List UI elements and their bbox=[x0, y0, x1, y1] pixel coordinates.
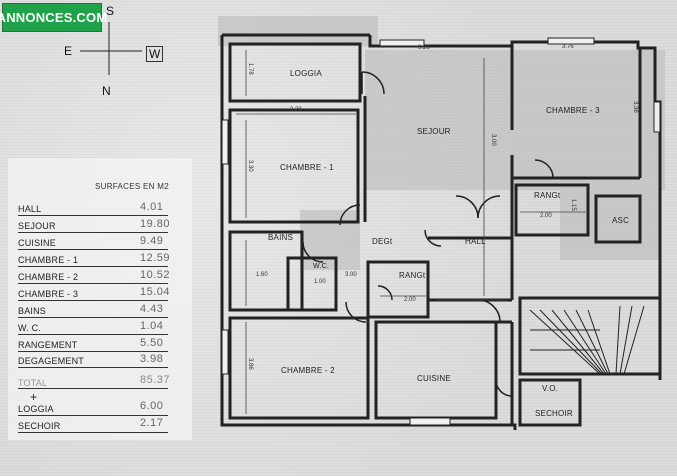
legend-value-chambre-3: 15.04 bbox=[140, 286, 171, 298]
room-label-rangt-center: RANGt bbox=[399, 271, 426, 280]
legend-label-chambre-2: CHAMBRE - 2 bbox=[18, 272, 79, 282]
legend-label-wc: W. C. bbox=[18, 323, 41, 333]
legend-title: SURFACES EN M2 bbox=[95, 182, 169, 191]
legend-label-total: TOTAL bbox=[18, 378, 48, 388]
dimension-label: 3.00 bbox=[490, 134, 496, 146]
dimension-label: 1.60 bbox=[256, 272, 268, 278]
legend-label-hall: HALL bbox=[18, 204, 42, 214]
room-label-wc: W.C. bbox=[313, 263, 329, 270]
legend-underline bbox=[18, 334, 168, 335]
legend-plus-sign: + bbox=[30, 390, 38, 404]
legend-underline bbox=[18, 367, 168, 368]
legend-underline bbox=[18, 351, 168, 352]
room-label-hall: HALL bbox=[465, 237, 486, 246]
compass-cross bbox=[80, 22, 142, 75]
legend-value-cuisine: 9.49 bbox=[140, 235, 164, 247]
dimension-label: 3.76 bbox=[562, 44, 574, 50]
legend-label-chambre-3: CHAMBRE - 3 bbox=[18, 289, 79, 299]
dimension-label: 3.26 bbox=[418, 45, 430, 51]
dimension-label: 3.30 bbox=[247, 160, 253, 172]
dimension-label: 3.36 bbox=[632, 101, 638, 113]
room-label-sechoir: SECHOIR bbox=[535, 409, 573, 418]
legend-value-chambre-1: 12.59 bbox=[140, 252, 171, 264]
room-label-degt: DEGt bbox=[372, 237, 393, 246]
legend-value-rangement: 5.50 bbox=[140, 337, 164, 349]
legend-total-line bbox=[18, 388, 168, 389]
compass-left-letter: E bbox=[64, 44, 73, 58]
legend-label-cuisine: CUISINE bbox=[18, 238, 56, 248]
room-label-chambre-3: CHAMBRE - 3 bbox=[546, 106, 600, 115]
room-label-loggia: LOGGIA bbox=[290, 69, 322, 78]
room-label-chambre-2: CHAMBRE - 2 bbox=[281, 366, 335, 375]
legend-label-rangement: RANGEMENT bbox=[18, 340, 78, 350]
legend-underline bbox=[18, 283, 168, 284]
plan-stipple bbox=[218, 16, 665, 270]
room-label-sejour: SEJOUR bbox=[417, 127, 451, 136]
room-label-rangt-right: RANGt bbox=[534, 191, 561, 200]
legend-label-bains: BAINS bbox=[18, 306, 47, 316]
compass-right-letter: W bbox=[146, 46, 164, 62]
compass-top-letter: S bbox=[106, 4, 115, 18]
legend-value-degagement: 3.98 bbox=[140, 353, 164, 365]
dimension-label: 1.15 bbox=[570, 199, 576, 211]
legend-underline bbox=[18, 415, 168, 416]
dimension-label: 3.86 bbox=[247, 358, 253, 370]
legend-label-degagement: DEGAGEMENT bbox=[18, 356, 85, 366]
legend-label-sejour: SEJOUR bbox=[18, 221, 56, 231]
compass-bottom-letter: N bbox=[102, 84, 111, 98]
dimension-label: 1.78 bbox=[247, 63, 253, 75]
surface-legend-panel bbox=[8, 158, 192, 440]
room-label-cuisine: CUISINE bbox=[417, 374, 451, 383]
legend-value-bains: 4.43 bbox=[140, 303, 164, 315]
legend-label-sechoir: SECHOIR bbox=[18, 421, 61, 431]
legend-label-chambre-1: CHAMBRE - 1 bbox=[18, 255, 79, 265]
room-label-bains: BAINS bbox=[268, 233, 294, 242]
legend-value-wc: 1.04 bbox=[140, 320, 164, 332]
legend-underline bbox=[18, 232, 168, 233]
legend-value-sechoir: 2.17 bbox=[140, 417, 164, 429]
annonces-logo[interactable]: ANNONCES.COM bbox=[0, 3, 107, 32]
legend-underline bbox=[18, 432, 168, 433]
legend-underline bbox=[18, 249, 168, 250]
legend-value-chambre-2: 10.52 bbox=[140, 269, 171, 281]
legend-value-hall: 4.01 bbox=[140, 201, 164, 213]
legend-label-loggia: LOGGIA bbox=[18, 404, 54, 414]
legend-underline bbox=[18, 266, 168, 267]
dimension-label: 2.00 bbox=[540, 213, 552, 219]
dimension-lines bbox=[236, 50, 586, 414]
legend-value-loggia: 6.00 bbox=[140, 400, 164, 412]
dimension-label: 3.00 bbox=[345, 272, 357, 278]
windows bbox=[221, 37, 661, 426]
legend-underline bbox=[18, 300, 168, 301]
legend-underline bbox=[18, 317, 168, 318]
dimension-label: 2.00 bbox=[404, 297, 416, 303]
legend-value-total: 85.37 bbox=[140, 374, 171, 386]
stair-treads bbox=[529, 305, 645, 375]
legend-value-sejour: 19.80 bbox=[140, 218, 171, 230]
room-label-chambre-1: CHAMBRE - 1 bbox=[280, 163, 334, 172]
dimension-label: 3.28 bbox=[290, 107, 302, 113]
dimension-label: 1.00 bbox=[314, 279, 326, 285]
room-label-asc: ASC bbox=[612, 216, 630, 225]
room-label-vo: V.O. bbox=[542, 384, 559, 393]
legend-underline bbox=[18, 215, 168, 216]
